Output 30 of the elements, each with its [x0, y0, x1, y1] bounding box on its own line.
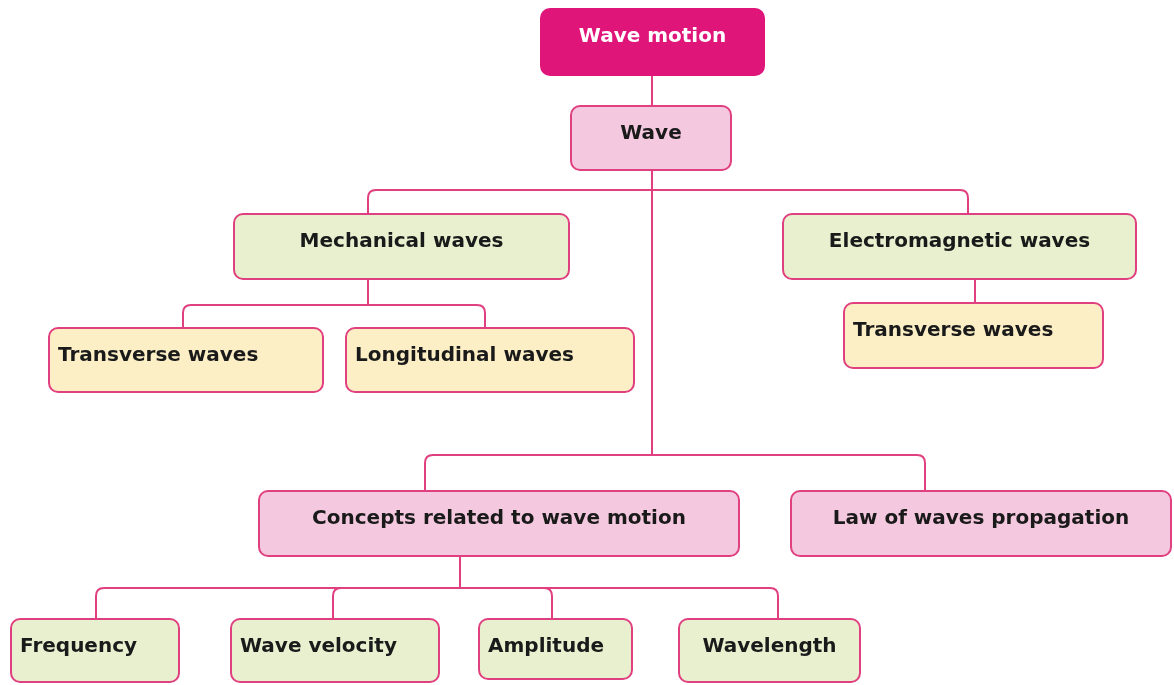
category-box	[230, 618, 440, 683]
node-label: Amplitude	[488, 632, 605, 658]
node-label: Electromagnetic waves	[828, 227, 1091, 253]
node-label: Transverse waves	[853, 316, 1054, 342]
subtopic-box	[345, 327, 635, 393]
category-box	[10, 618, 180, 683]
connector-line	[974, 279, 976, 303]
node-label: Wavelength	[702, 632, 837, 658]
node-label: Frequency	[20, 632, 138, 658]
topic-box	[570, 105, 732, 171]
node-label: Longitudinal waves	[355, 341, 574, 367]
node-label: Wave velocity	[240, 632, 397, 658]
subtopic-box	[48, 327, 324, 393]
category-box	[782, 213, 1137, 280]
node-label: Wave	[620, 119, 682, 145]
category-box	[678, 618, 861, 683]
topic-box	[258, 490, 740, 557]
category-box	[478, 618, 633, 680]
node-label: Concepts related to wave motion	[312, 504, 686, 530]
connector-line	[459, 556, 779, 619]
node-label: Mechanical waves	[299, 227, 504, 253]
topic-box	[790, 490, 1172, 557]
subtopic-box	[843, 302, 1104, 369]
node-label: Law of waves propagation	[832, 504, 1130, 530]
category-box	[233, 213, 570, 280]
root-box	[540, 8, 765, 76]
node-label: Wave motion	[578, 22, 727, 48]
connector-line	[651, 75, 653, 106]
connector-line	[367, 279, 486, 328]
node-label: Transverse waves	[58, 341, 259, 367]
